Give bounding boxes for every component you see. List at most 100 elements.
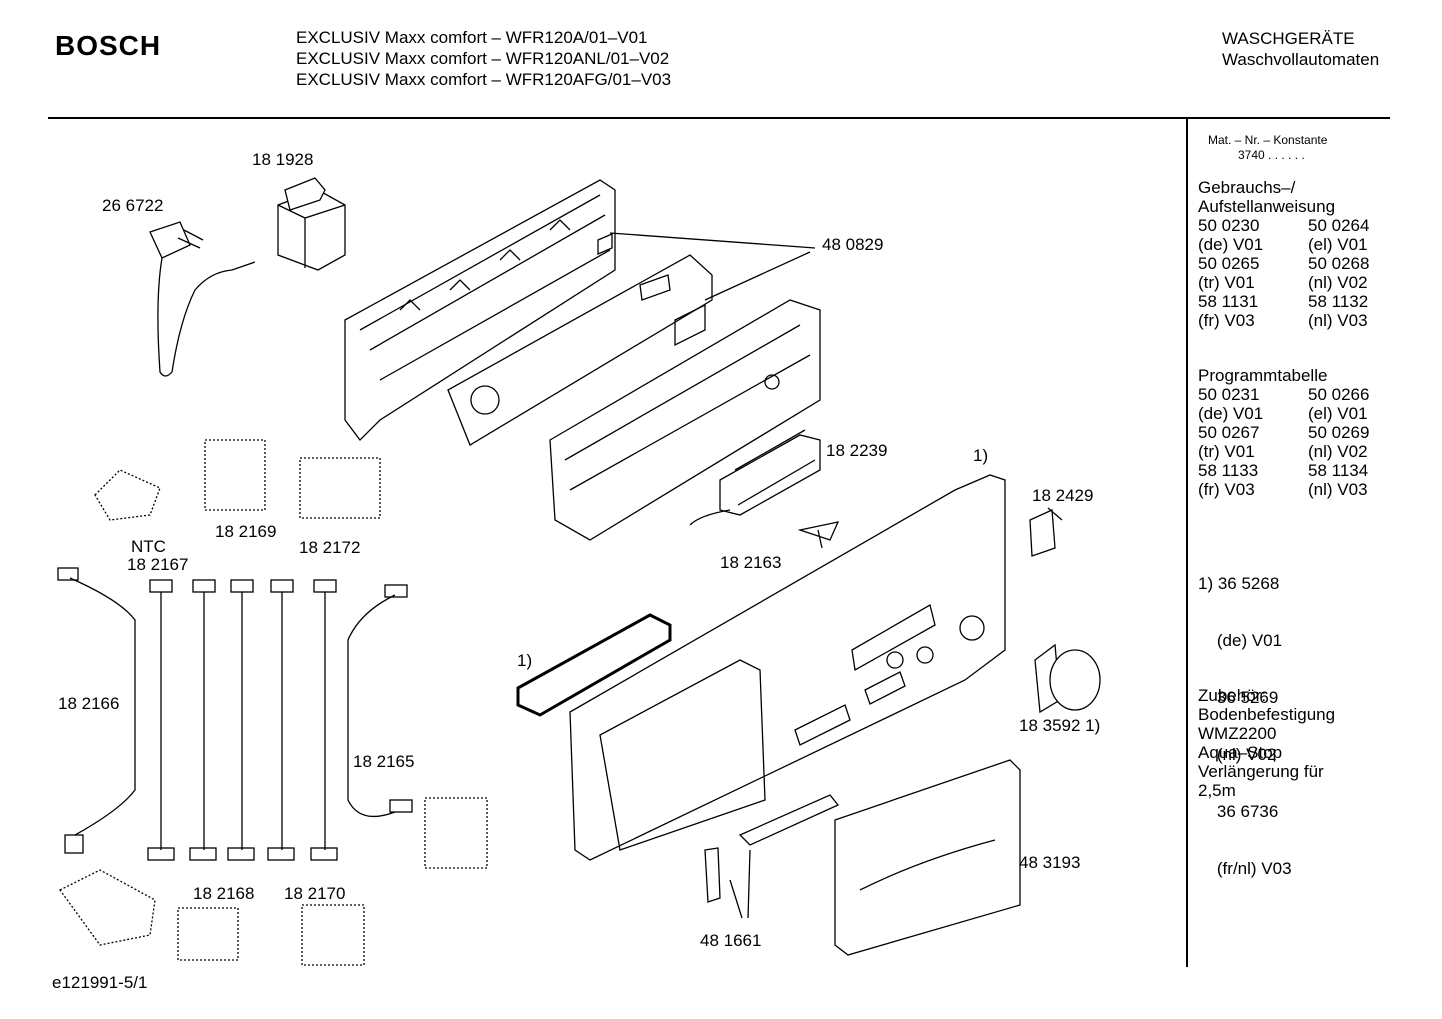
program-cell: 58 1133 [1198, 461, 1259, 480]
accessory-line: Bodenbefestigung [1198, 705, 1336, 724]
rear-frame-drawing [344, 179, 616, 441]
manual-cell: (fr) V03 [1198, 311, 1255, 330]
power-cord-drawing [149, 221, 256, 377]
material-constant: Mat. – Nr. – Konstante 3740 . . . . . . [1208, 133, 1327, 163]
header-divider [48, 117, 1390, 119]
accessory-line: Verlängerung für [1198, 762, 1324, 781]
program-cell: 50 0266 [1308, 385, 1370, 404]
note-line: (de) V01 [1198, 631, 1283, 650]
part-label-182165: 18 2165 [353, 752, 415, 771]
manual-cell: 50 0268 [1308, 254, 1370, 273]
manual-row: 50 0265 50 0268 [1198, 254, 1369, 273]
program-title: Programmtabelle [1198, 366, 1328, 385]
part-label-480829: 48 0829 [822, 235, 884, 254]
manual-cell: 58 1131 [1198, 292, 1259, 311]
component-callouts [59, 439, 488, 966]
model-list: EXCLUSIV Maxx comfort – WFR120A/01–V01 E… [296, 27, 671, 90]
manual-cell: 58 1132 [1308, 292, 1369, 311]
accessory-line: Zubehör: [1198, 686, 1267, 705]
model-line-1: EXCLUSIV Maxx comfort – WFR120A/01–V01 [296, 28, 648, 47]
accessory-line: WMZ2200 [1198, 724, 1277, 743]
drawing-id: e121991-5/1 [52, 973, 148, 992]
manual-row: 58 1131 58 1132 [1198, 292, 1369, 311]
part-label-181928: 18 1928 [252, 150, 314, 169]
exploded-parts-drawing [57, 177, 1101, 966]
material-value: 3740 . . . . . . [1238, 148, 1305, 162]
program-cell: 50 0267 [1198, 423, 1260, 442]
control-pcb-drawing [447, 254, 713, 446]
manual-cell: 50 0264 [1308, 216, 1370, 235]
manual-title-2: Aufstellanweisung [1198, 197, 1336, 216]
part-label-266722: 26 6722 [102, 196, 164, 215]
program-cell: (el) V01 [1308, 404, 1368, 423]
part-label-ntc: NTC [131, 537, 166, 556]
note-line: (fr/nl) V03 [1198, 859, 1292, 878]
gasket-drawing [516, 613, 672, 717]
program-cell: (nl) V02 [1308, 442, 1368, 461]
note-line: 1) 36 5268 [1198, 574, 1280, 593]
hinge-pin-drawing [704, 847, 721, 903]
program-cell: (nl) V03 [1308, 480, 1368, 499]
program-row: 58 1133 58 1134 [1198, 461, 1369, 480]
part-label-182163: 18 2163 [720, 553, 782, 572]
category: WASCHGERÄTE Waschvollautomaten [1222, 28, 1379, 70]
part-label-182166: 18 2166 [58, 694, 120, 713]
program-row: 50 0267 50 0269 [1198, 423, 1369, 442]
part-label-182169: 18 2169 [215, 522, 277, 541]
part-label-182172: 18 2172 [299, 538, 361, 557]
part-label-182168: 18 2168 [193, 884, 255, 903]
manual-row: 50 0230 50 0264 [1198, 216, 1369, 235]
model-line-2: EXCLUSIV Maxx comfort – WFR120ANL/01–V02 [296, 49, 670, 68]
manual-row: (tr) V01 (nl) V02 [1198, 273, 1369, 292]
manual-cell: (nl) V02 [1308, 273, 1368, 292]
program-cell: 50 0269 [1308, 423, 1370, 442]
manual-cell: 50 0230 [1198, 216, 1260, 235]
manual-title-1: Gebrauchs–/ [1198, 178, 1296, 197]
material-title: Mat. – Nr. – Konstante [1208, 133, 1328, 147]
program-row: (fr) V03 (nl) V03 [1198, 480, 1369, 499]
program-cell: (tr) V01 [1198, 442, 1255, 461]
program-row: (tr) V01 (nl) V02 [1198, 442, 1369, 461]
program-cell: (fr) V03 [1198, 480, 1255, 499]
program-cell: 58 1134 [1308, 461, 1369, 480]
part-label-483193: 48 3193 [1019, 853, 1081, 872]
manual-row: (fr) V03 (nl) V03 [1198, 311, 1369, 330]
program-row: (de) V01 (el) V01 [1198, 404, 1369, 423]
note-line: 36 5269 [1198, 688, 1279, 707]
part-label-481661: 48 1661 [700, 931, 762, 950]
hinge-drawing [738, 794, 840, 846]
manual-cell: (de) V01 [1198, 235, 1264, 254]
part-label-183592: 18 3592 1) [1019, 716, 1101, 735]
part-label-182239: 18 2239 [826, 441, 888, 460]
clip-drawing [1029, 509, 1056, 557]
wire-harnesses-drawing [57, 567, 413, 861]
note-line: (nl) V02 [1198, 745, 1277, 764]
manual-cell: 50 0265 [1198, 254, 1260, 273]
brand-logo: BOSCH [55, 30, 162, 61]
accessory-line: 2,5m [1198, 781, 1236, 800]
pin-drawing [797, 521, 840, 549]
note-marker-left: 1) [517, 651, 533, 670]
manual-cell: (nl) V03 [1308, 311, 1368, 330]
manual-cell: (el) V01 [1308, 235, 1368, 254]
program-cell: (de) V01 [1198, 404, 1264, 423]
program-cell: 50 0231 [1198, 385, 1260, 404]
category-line-1: WASCHGERÄTE [1222, 29, 1355, 48]
sidebar-divider [1186, 119, 1188, 967]
control-panel-drawing [569, 474, 1006, 861]
drawer-front-drawing [834, 759, 1021, 956]
note-line: 36 6736 [1198, 802, 1279, 821]
front-frame-drawing [549, 299, 821, 541]
part-label-182170: 18 2170 [284, 884, 346, 903]
part-label-182167: 18 2167 [127, 555, 189, 574]
manual-cell: (tr) V01 [1198, 273, 1255, 292]
leader-line [729, 849, 751, 919]
manual-row: (de) V01 (el) V01 [1198, 235, 1369, 254]
category-line-2: Waschvollautomaten [1222, 50, 1380, 69]
note-marker-top: 1) [973, 446, 989, 465]
program-knob-drawing [1034, 643, 1101, 714]
accessory-section: Zubehör: Bodenbefestigung WMZ2200 Aqua–S… [1198, 686, 1335, 800]
suppressor-filter-drawing [277, 177, 346, 271]
display-window-drawing [689, 429, 821, 526]
